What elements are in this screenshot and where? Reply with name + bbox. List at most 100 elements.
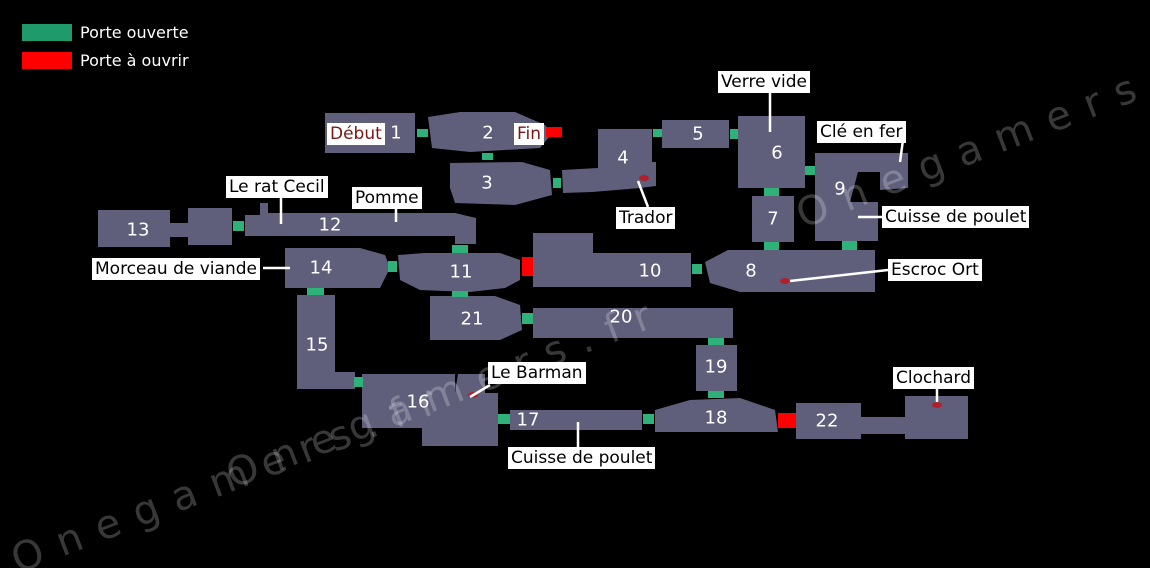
door-5-6 <box>730 129 738 139</box>
room-6 <box>738 116 805 188</box>
room-number-5: 5 <box>692 123 704 145</box>
label-pomme: Pomme <box>352 187 422 209</box>
room-number-3: 3 <box>481 172 493 194</box>
room-22 <box>796 403 861 439</box>
room-13b <box>188 208 232 245</box>
room-number-17: 17 <box>516 409 540 431</box>
room-9 <box>815 153 908 241</box>
label-le-rat-cecil: Le rat Cecil <box>226 176 328 198</box>
door-6-7 <box>764 188 779 196</box>
label-clochard: Clochard <box>893 367 975 389</box>
door-14-15 <box>307 288 324 295</box>
door-1-2 <box>417 129 428 137</box>
label-morceau-viande: Morceau de viande <box>92 258 260 280</box>
door-14-11 <box>388 261 397 272</box>
room-3 <box>450 162 552 205</box>
room-12 <box>245 203 476 244</box>
door-11-21 <box>452 291 468 297</box>
room-7 <box>752 196 794 242</box>
legend-swatch-open <box>22 24 72 41</box>
door-10-8 <box>692 264 702 274</box>
pointer-lines <box>263 93 939 447</box>
door-closed-11-10 <box>522 257 533 276</box>
room-14 <box>285 248 390 288</box>
room-11 <box>398 253 520 292</box>
room-number-18: 18 <box>704 407 728 429</box>
room-10 <box>533 233 593 287</box>
legend-swatch-closed <box>22 52 72 69</box>
closed-doors-layer <box>522 127 796 428</box>
door-closed-18-22 <box>778 413 796 428</box>
legend-label-open: Porte ouverte <box>80 23 189 42</box>
label-cle-en-fer: Clé en fer <box>817 121 906 143</box>
label-cuisse-poulet-17: Cuisse de poulet <box>508 447 656 469</box>
pointer-cle-en-fer <box>898 139 905 163</box>
room-number-15: 15 <box>305 334 329 356</box>
rooms-layer <box>98 112 968 446</box>
room-13 <box>98 210 170 247</box>
door-7-8 <box>764 242 779 250</box>
room-4 <box>562 129 656 193</box>
room-number-9: 9 <box>834 178 846 200</box>
label-debut: Début <box>327 123 385 145</box>
room-number-2: 2 <box>482 122 494 144</box>
door-2-3 <box>482 153 493 160</box>
npc-marker-escroc <box>780 278 790 284</box>
room-17 <box>510 410 642 430</box>
room-18 <box>655 398 778 432</box>
room-19 <box>696 345 737 391</box>
room-number-4: 4 <box>617 147 629 169</box>
room-number-6: 6 <box>771 142 783 164</box>
room-number-22: 22 <box>815 410 839 432</box>
door-9-8 <box>842 241 857 250</box>
label-verre-vide: Verre vide <box>718 71 810 93</box>
door-6-9 <box>805 166 815 175</box>
door-15-16 <box>354 377 363 387</box>
label-trador: Trador <box>616 207 676 229</box>
door-closed-fin <box>546 127 562 137</box>
label-le-barman: Le Barman <box>488 362 586 384</box>
door-17-18 <box>643 414 654 424</box>
room-8 <box>705 250 875 292</box>
room-16 <box>362 374 498 446</box>
room-number-13: 13 <box>126 219 150 241</box>
room-number-11: 11 <box>449 261 473 283</box>
pointer-barman <box>469 383 491 399</box>
room-13-corridor <box>170 223 188 237</box>
open-doors-layer <box>233 129 857 424</box>
room-number-12: 12 <box>318 214 342 236</box>
npc-marker-clochard <box>932 402 942 408</box>
door-3-4 <box>553 178 561 188</box>
door-4-5 <box>653 129 662 137</box>
pointer-escroc <box>789 268 889 283</box>
room-number-1: 1 <box>390 122 402 144</box>
pointer-trador <box>636 180 650 208</box>
door-16-17 <box>498 414 510 424</box>
room-number-7: 7 <box>767 208 779 230</box>
door-20-19 <box>708 338 724 345</box>
legend-open-door: Porte ouverte <box>22 23 189 42</box>
npc-marker-trador <box>639 175 649 181</box>
room-22-corridor <box>861 417 905 434</box>
room-15b <box>297 372 355 389</box>
door-12-11 <box>452 245 468 253</box>
room-number-14: 14 <box>309 257 333 279</box>
room-5 <box>662 120 729 148</box>
label-cuisse-poulet-9: Cuisse de poulet <box>882 206 1030 228</box>
room-number-20: 20 <box>609 306 633 328</box>
door-21-20 <box>522 313 533 324</box>
room-21 <box>430 296 522 340</box>
room-number-16: 16 <box>406 391 430 413</box>
room-10b <box>593 253 691 287</box>
room-number-10: 10 <box>638 260 662 282</box>
door-19-18 <box>708 391 724 398</box>
label-fin: Fin <box>514 123 545 145</box>
legend-label-closed: Porte à ouvrir <box>80 51 189 70</box>
room-number-21: 21 <box>460 308 484 330</box>
label-escroc-ort: Escroc Ort <box>888 259 982 281</box>
room-20 <box>533 308 733 338</box>
room-number-19: 19 <box>704 356 728 378</box>
door-12-13 <box>233 221 244 231</box>
